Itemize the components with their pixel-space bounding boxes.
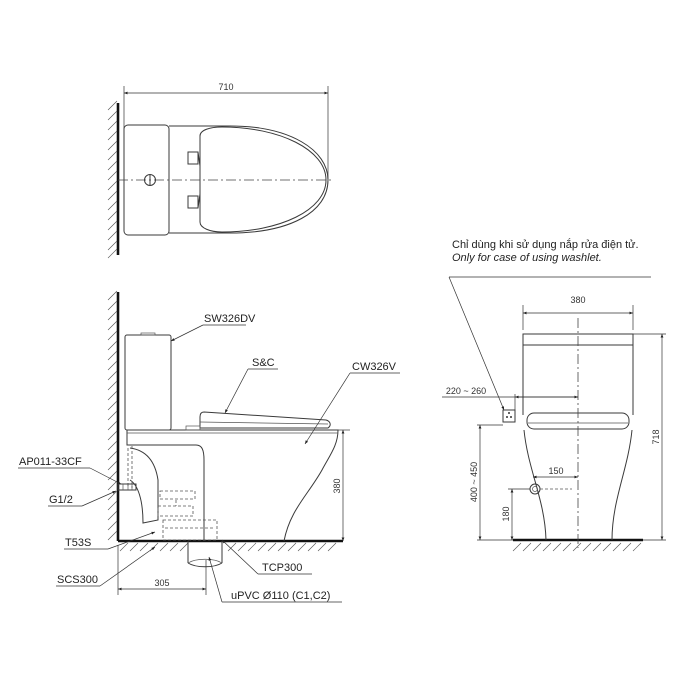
label-flange: TCP300 (221, 539, 312, 575)
label-bowl: CW326V (304, 361, 400, 445)
dim-seat-height: 380 (332, 478, 342, 493)
dim-supply-height: 180 (501, 506, 511, 521)
floor-hatch-side (119, 542, 337, 552)
svg-text:TCP300: TCP300 (262, 562, 302, 574)
side-view: 380 305 SW326DV S&C CW326V AP011-33CF (18, 290, 400, 603)
label-valve: AP011-33CF (18, 456, 122, 485)
label-bolt: T53S (64, 531, 156, 550)
svg-text:uPVC Ø110 (C1,C2): uPVC Ø110 (C1,C2) (231, 590, 330, 602)
dim-outlet-offset: 220 ~ 260 (446, 386, 486, 396)
washlet-note-english: Only for case of using washlet. (452, 252, 602, 264)
label-thread: G1/2 (48, 490, 117, 507)
svg-text:SW326DV: SW326DV (204, 313, 256, 325)
dim-front-width: 380 (570, 295, 585, 305)
wall-hatch-side (107, 290, 118, 541)
label-socket: SCS300 (56, 546, 156, 587)
svg-text:SCS300: SCS300 (57, 574, 98, 586)
svg-text:G1/2: G1/2 (49, 494, 73, 506)
floor-hatch-front (512, 542, 642, 552)
label-pipe: uPVC Ø110 (C1,C2) (208, 556, 342, 603)
dim-supply-offset: 150 (548, 466, 563, 476)
wall-hatch-top (107, 100, 118, 259)
top-view: 710 (107, 82, 332, 259)
svg-text:S&C: S&C (252, 357, 275, 369)
svg-text:T53S: T53S (65, 537, 91, 549)
dim-710: 710 (218, 82, 233, 92)
label-tank: SW326DV (170, 313, 256, 342)
washlet-note-vietnamese: Chỉ dùng khi sử dụng nắp rửa điện tử. (452, 239, 639, 251)
label-seat: S&C (224, 357, 278, 414)
dim-rough-in: 305 (154, 578, 169, 588)
svg-text:AP011-33CF: AP011-33CF (19, 456, 82, 468)
svg-text:CW326V: CW326V (352, 361, 397, 373)
dim-outlet-height: 400 ~ 450 (469, 462, 479, 502)
dim-total-height: 718 (651, 429, 661, 444)
front-view: 380 718 220 ~ 260 400 ~ 450 (442, 276, 666, 552)
